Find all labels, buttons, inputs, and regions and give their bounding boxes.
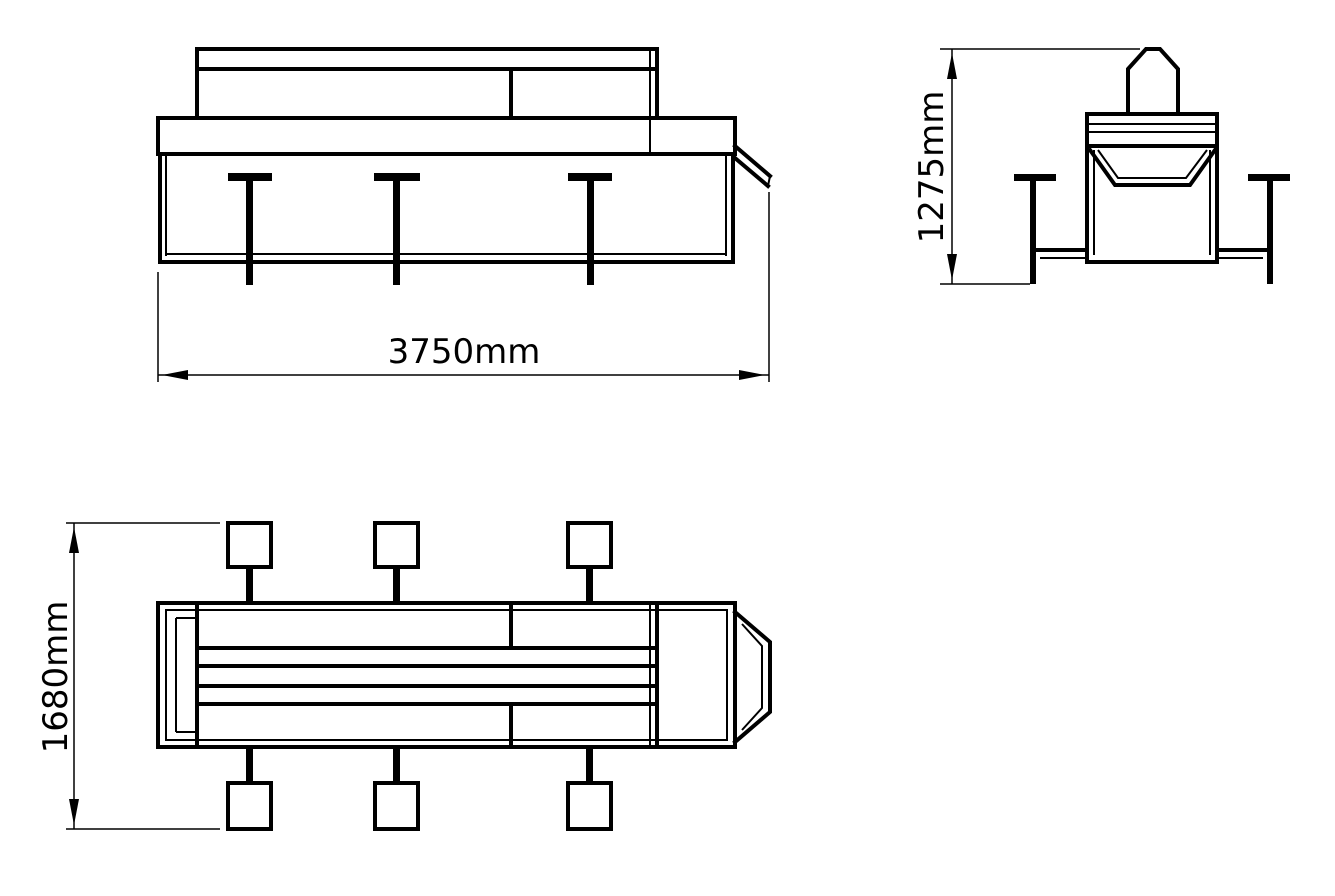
- top-stool: [373, 747, 420, 831]
- front-view: [156, 47, 773, 382]
- top-stool: [566, 521, 613, 603]
- width-label: 1680mm: [36, 601, 76, 754]
- top-view: [66, 521, 772, 831]
- height-dimension: [940, 48, 1140, 285]
- top-stool: [566, 747, 613, 831]
- front-stool: [374, 173, 420, 285]
- front-stool: [568, 173, 612, 285]
- side-view: [940, 47, 1290, 285]
- width-dimension: [66, 522, 220, 830]
- top-stool: [226, 747, 273, 831]
- front-stool: [228, 173, 272, 285]
- height-label: 1275mm: [912, 91, 952, 244]
- side-table-top: [1085, 112, 1219, 148]
- top-table-outline: [156, 601, 737, 749]
- front-backrest-top: [195, 47, 659, 71]
- top-stool: [373, 521, 420, 603]
- length-label: 3750mm: [388, 332, 541, 372]
- side-backrest: [1126, 47, 1180, 116]
- front-table-top: [156, 116, 737, 156]
- length-dimension: [157, 192, 770, 382]
- top-stool: [226, 521, 273, 603]
